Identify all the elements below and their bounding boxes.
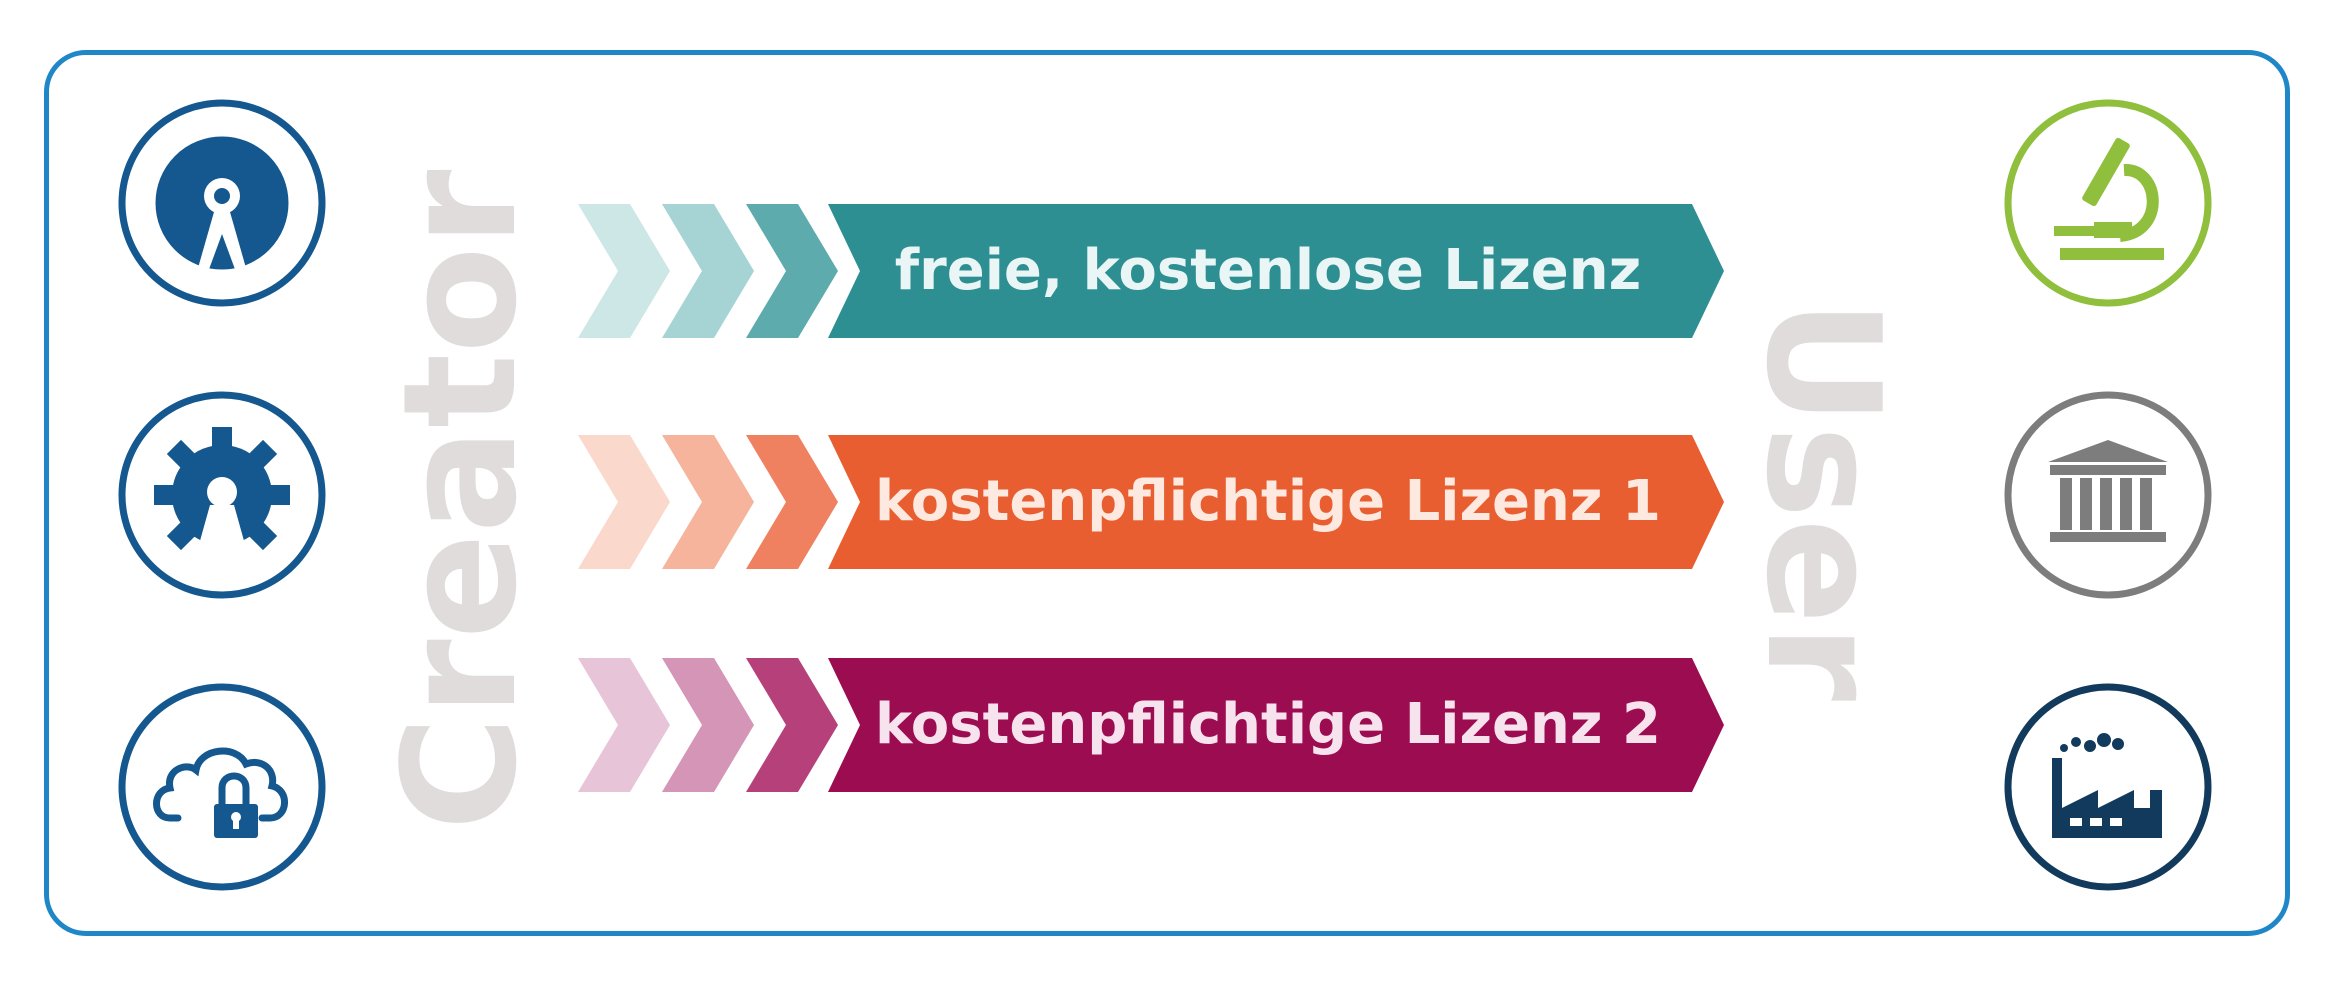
creator-label: Creator xyxy=(369,169,551,831)
cloud-lock-icon xyxy=(118,683,326,891)
microscope-icon xyxy=(2004,99,2212,307)
license-paid-1-label: kostenpflichtige Lizenz 1 xyxy=(875,469,1661,534)
chevron-1 xyxy=(578,435,670,569)
license-free-label: freie, kostenlose Lizenz xyxy=(894,238,1642,303)
chevron-3 xyxy=(746,435,838,569)
institution-building-icon xyxy=(2004,391,2212,599)
chevron-2 xyxy=(662,435,754,569)
chevron-3 xyxy=(746,204,838,338)
license-band-paid-2 xyxy=(828,658,1724,792)
factory-icon xyxy=(2004,683,2212,891)
chevron-2 xyxy=(662,204,754,338)
license-paid-2-label: kostenpflichtige Lizenz 2 xyxy=(875,692,1661,757)
license-row-free xyxy=(578,204,1724,338)
license-row-paid-2 xyxy=(578,658,1724,792)
user-label: User xyxy=(1732,298,1914,702)
chevron-1 xyxy=(578,204,670,338)
chevron-3 xyxy=(746,658,838,792)
license-band-free xyxy=(828,204,1724,338)
chevron-1 xyxy=(578,658,670,792)
open-source-gear-icon xyxy=(118,391,326,599)
open-access-icon xyxy=(118,99,326,307)
chevron-2 xyxy=(662,658,754,792)
license-row-paid-1 xyxy=(578,435,1724,569)
license-band-paid-1 xyxy=(828,435,1724,569)
